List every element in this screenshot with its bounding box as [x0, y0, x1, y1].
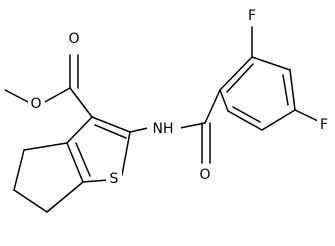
atom-labels: O O NH O S F F [28, 8, 332, 188]
bond-ar3-ar4-inner [282, 74, 289, 106]
amide-oxygen-label: O [199, 167, 210, 183]
bond-c3a-c4 [23, 142, 68, 151]
bond-c3-c2 [91, 116, 131, 133]
bond-ar1-ar2 [219, 56, 253, 91]
bond-c7a-c3a [66, 142, 84, 183]
bond-c4-c5 [13, 149, 25, 191]
fluorine-top-label: F [248, 8, 256, 24]
ester-oxygen-label: O [30, 96, 41, 112]
bond-ar2-ar3 [251, 56, 291, 71]
cyclopentane-ring [13, 142, 84, 213]
ester-group [4, 54, 93, 118]
bond-methyl-o [4, 89, 31, 104]
bond-c7a-c3a-double [75, 142, 91, 177]
bond-ar4-f [294, 109, 319, 122]
fluorine-right-label: F [320, 117, 328, 133]
bond-c2-s [121, 131, 131, 176]
bond-c5-c6 [13, 189, 48, 213]
bond-ar5-ar6 [227, 110, 263, 131]
bond-ar4-ar5 [261, 109, 296, 131]
amide-nitrogen-label: NH [153, 121, 174, 137]
sulfur-label: S [110, 171, 119, 187]
carbonyl-oxygen-label: O [68, 31, 79, 47]
bond-s-c7a [82, 179, 109, 183]
amide-group [129, 89, 221, 164]
bond-ar6-ar1 [219, 89, 229, 112]
bond-n-amide-c [179, 122, 206, 129]
bond-c6-c7a [46, 181, 84, 213]
difluorophenyl-ring [219, 26, 319, 131]
bond-carbonyl-c-ring [69, 87, 93, 118]
bond-ar3-ar4 [289, 69, 296, 111]
bond-ar1-ar2-inner [226, 63, 254, 93]
bond-o-carbonyl-c [42, 87, 71, 104]
bond-amide-c-ring [204, 89, 221, 124]
bond-ar5-ar6-inner [232, 106, 261, 123]
bond-c3a-c3 [66, 116, 93, 144]
bond-c3-c2-double [94, 124, 127, 139]
bond-c2-n [129, 127, 149, 133]
thiophene-ring [66, 116, 131, 183]
